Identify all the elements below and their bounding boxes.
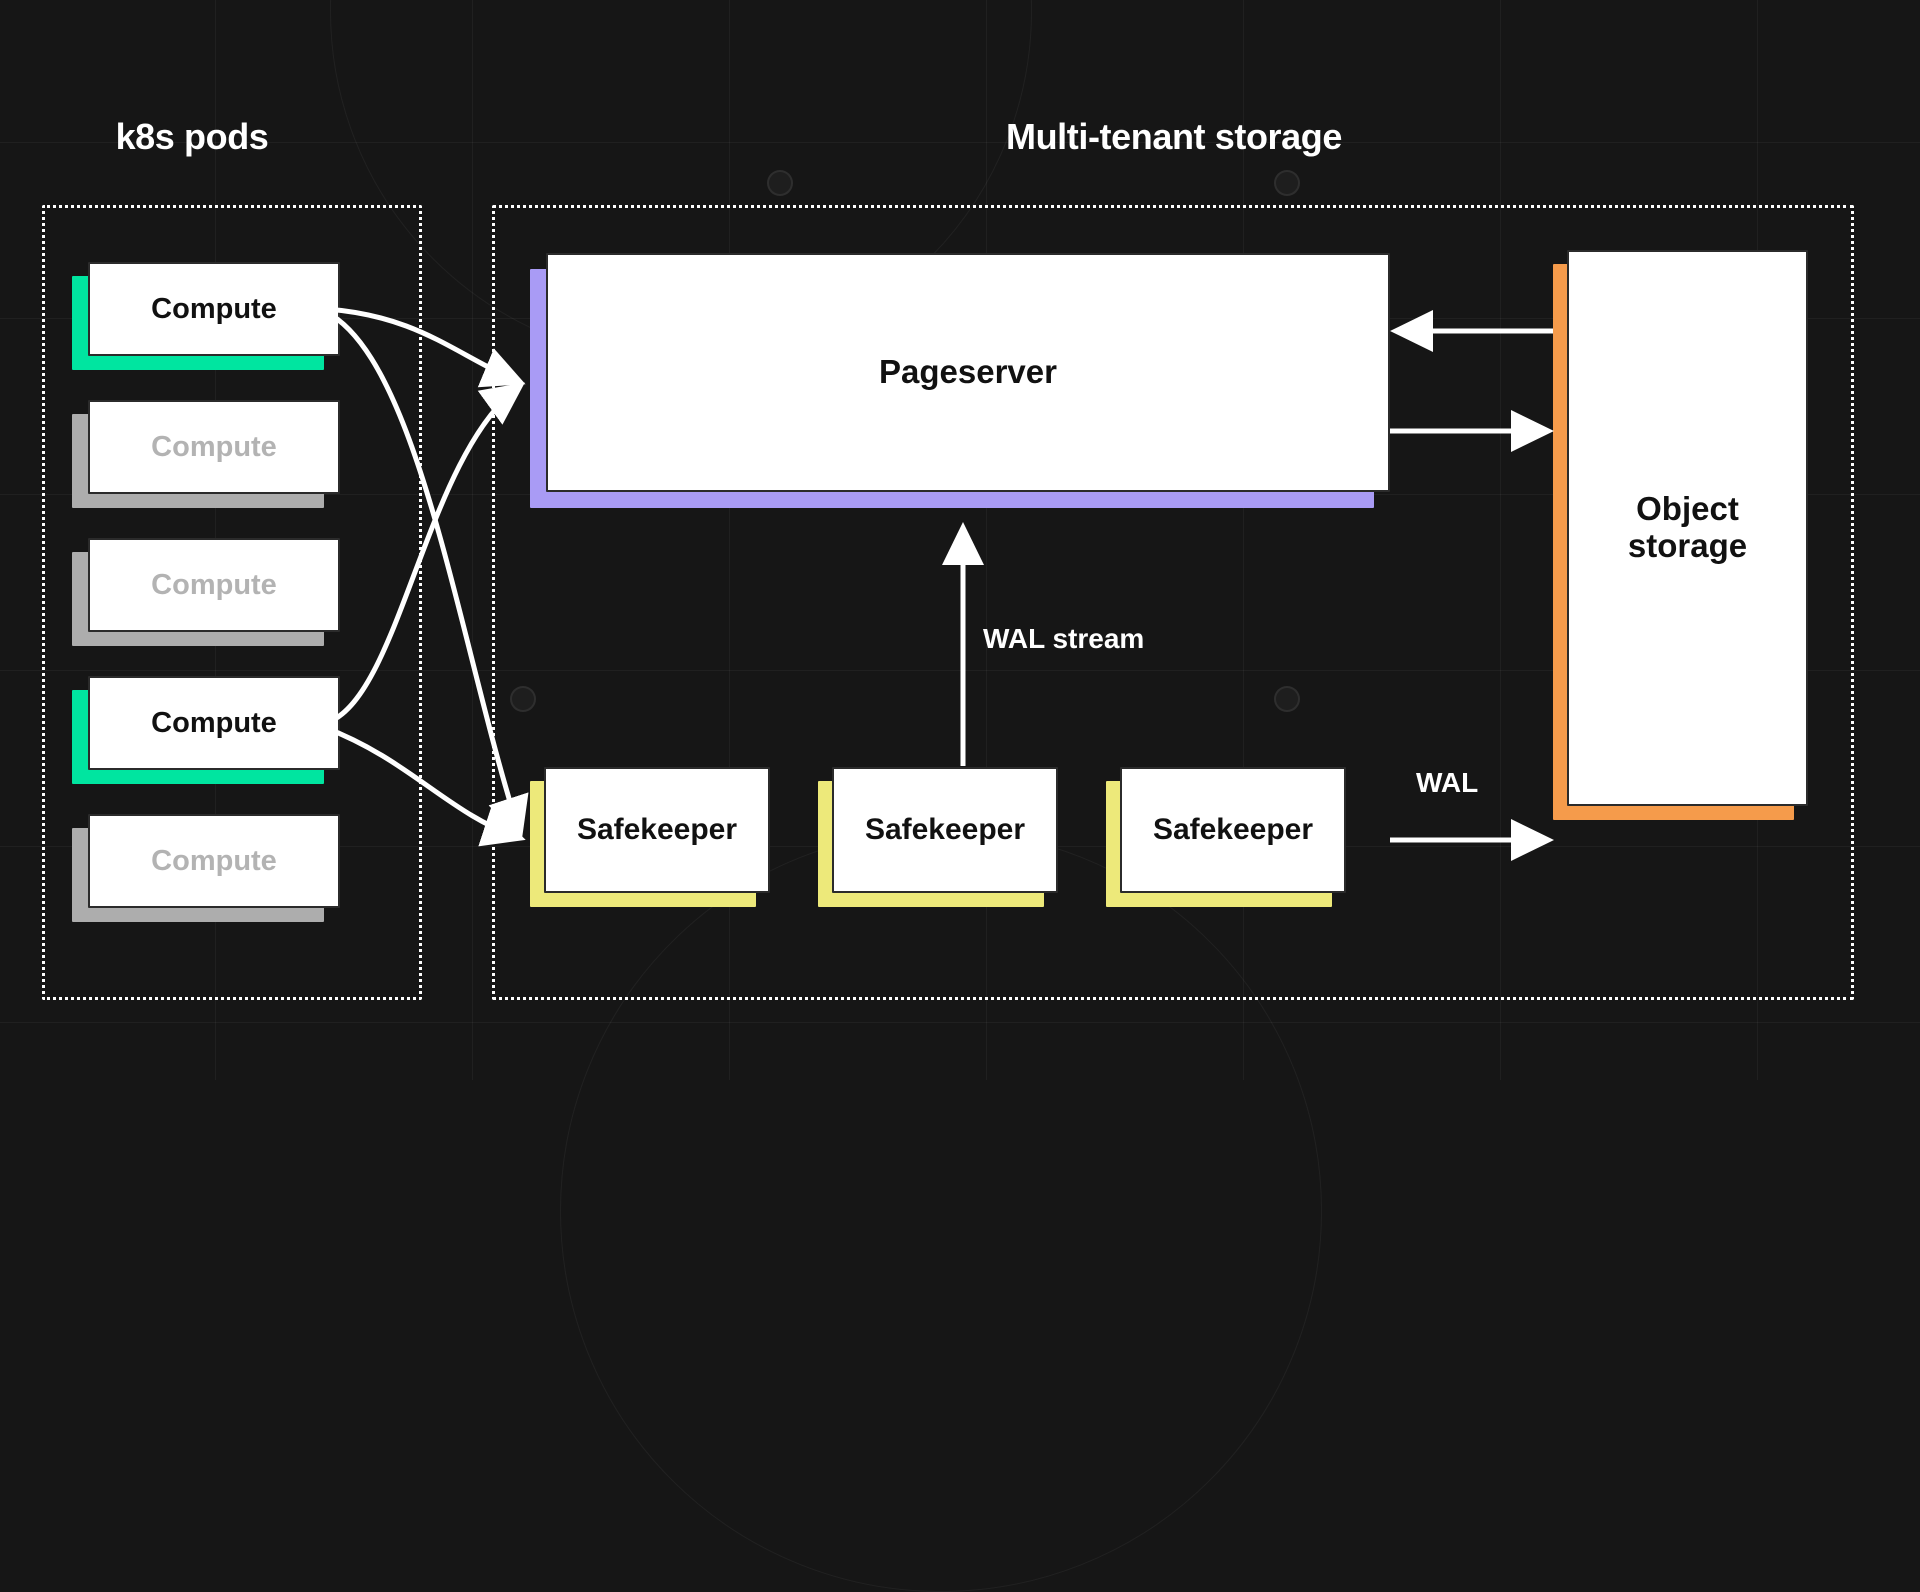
compute-label: Compute [151, 292, 277, 325]
safekeeper-label: Safekeeper [576, 813, 738, 847]
node-compute-5[interactable]: Compute [72, 814, 340, 922]
node-safekeeper-1[interactable]: Safekeeper [530, 767, 770, 907]
edge-label-wal: WAL [1416, 767, 1479, 798]
node-object-storage[interactable]: Object storage [1553, 250, 1808, 820]
compute-label: Compute [151, 706, 277, 739]
compute-face: Compute [88, 400, 340, 494]
node-safekeeper-3[interactable]: Safekeeper [1106, 767, 1346, 907]
compute-face: Compute [88, 814, 340, 908]
node-pageserver[interactable]: Pageserver [530, 253, 1390, 508]
section-title-multi-tenant-storage: Multi-tenant storage [1005, 116, 1342, 157]
safekeeper-face: Safekeeper [1120, 767, 1346, 893]
node-safekeeper-2[interactable]: Safekeeper [818, 767, 1058, 907]
node-compute-4[interactable]: Compute [72, 676, 340, 784]
compute-face: Compute [88, 538, 340, 632]
compute-label: Compute [151, 844, 277, 877]
safekeeper-label: Safekeeper [1152, 813, 1314, 847]
object-storage-label: Object storage [1627, 490, 1748, 564]
node-compute-2[interactable]: Compute [72, 400, 340, 508]
edge-label-wal-stream: WAL stream [983, 623, 1145, 654]
pageserver-face: Pageserver [546, 253, 1390, 492]
grid-node-dot [1274, 170, 1300, 196]
grid-node-dot [767, 170, 793, 196]
section-title-k8s-pods: k8s pods [115, 116, 269, 157]
pageserver-label: Pageserver [879, 353, 1057, 391]
safekeeper-face: Safekeeper [544, 767, 770, 893]
node-compute-3[interactable]: Compute [72, 538, 340, 646]
node-compute-1[interactable]: Compute [72, 262, 340, 370]
compute-face: Compute [88, 676, 340, 770]
compute-label: Compute [151, 430, 277, 463]
safekeeper-face: Safekeeper [832, 767, 1058, 893]
safekeeper-label: Safekeeper [864, 813, 1026, 847]
compute-face: Compute [88, 262, 340, 356]
compute-label: Compute [151, 568, 277, 601]
object-storage-face: Object storage [1567, 250, 1808, 806]
